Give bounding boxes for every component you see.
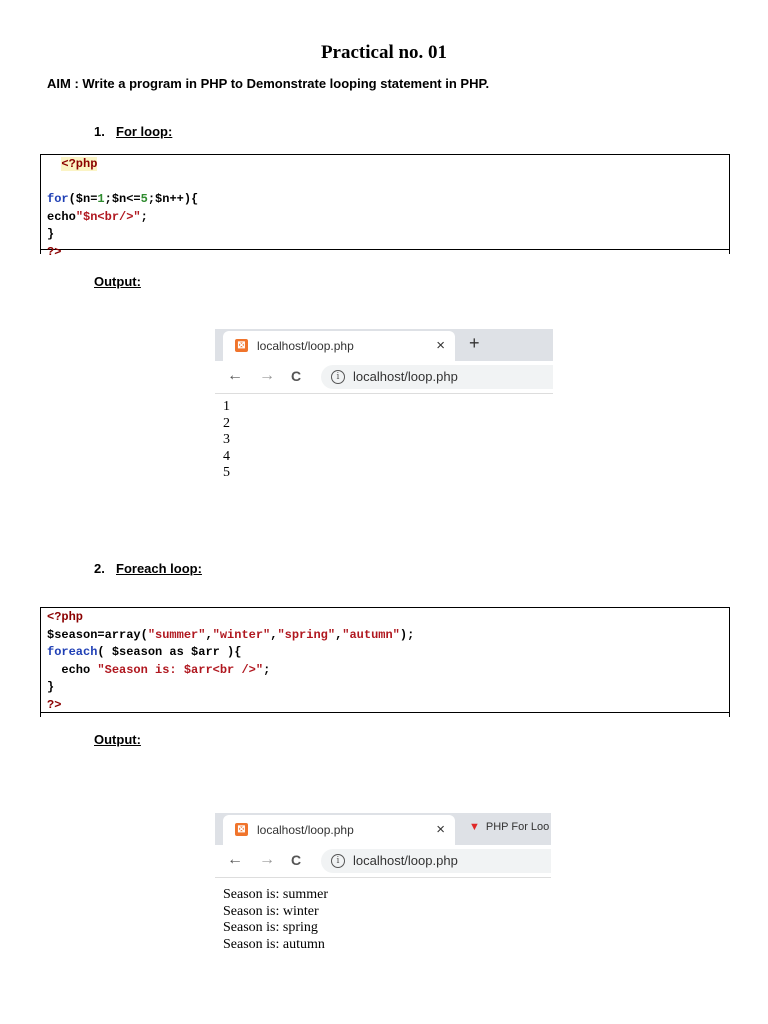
tab-bar: ⊠ localhost/loop.php × ▼ PHP For Loo — [215, 813, 551, 845]
output-label: Output: — [94, 732, 141, 747]
foreach-keyword: foreach — [47, 645, 98, 659]
page-title: Practical no. 01 — [320, 42, 448, 63]
close-icon[interactable]: × — [436, 337, 445, 354]
code-text: } — [47, 680, 55, 694]
close-icon[interactable]: × — [436, 821, 445, 838]
code-string: "Season is: $arr<br />" — [97, 662, 264, 677]
tab-title: localhost/loop.php — [257, 339, 354, 353]
code-text: ; — [140, 209, 148, 224]
code-text: ($n= — [68, 192, 98, 206]
code-line — [47, 174, 723, 192]
reload-icon[interactable]: C — [291, 852, 302, 868]
output-line: 2 — [223, 415, 230, 431]
code-string: "autumn" — [342, 627, 400, 642]
code-line: } — [47, 679, 723, 697]
echo-keyword: echo — [47, 662, 98, 677]
info-icon[interactable]: i — [331, 854, 345, 868]
back-icon[interactable]: ← — [227, 367, 243, 384]
section-number: 2. — [94, 561, 105, 576]
code-text: ); — [399, 627, 415, 642]
reload-icon[interactable]: C — [291, 368, 302, 384]
section-heading-for-loop: 1. For loop: — [94, 124, 172, 139]
output-line: Season is: autumn — [223, 936, 325, 952]
code-number: 5 — [140, 192, 148, 206]
code-block-for-loop: <?php for($n=1;$n<=5;$n++){ echo"$n<br/>… — [40, 154, 730, 259]
code-string: "$n<br/>" — [75, 209, 141, 224]
code-text: , — [335, 627, 343, 642]
code-string: "spring" — [277, 627, 336, 642]
tab-title: PHP For Loo — [485, 821, 550, 833]
code-text: , — [270, 627, 278, 642]
section-number: 1. — [94, 124, 105, 139]
info-icon[interactable]: i — [331, 370, 345, 384]
xampp-icon: ⊠ — [235, 823, 248, 836]
code-text: } — [47, 227, 55, 241]
php-open-tag: <?php — [47, 610, 84, 624]
section-label: Foreach loop: — [116, 561, 202, 576]
url-text: localhost/loop.php — [353, 853, 458, 868]
echo-keyword: echo — [47, 209, 76, 224]
section-heading-foreach-loop: 2. Foreach loop: — [94, 561, 202, 576]
output-line: Season is: winter — [223, 903, 319, 919]
output-line: 3 — [223, 432, 230, 447]
tab-title: localhost/loop.php — [257, 823, 354, 837]
browser-screenshot-for-loop: ⊠ localhost/loop.php × + ← → C i localho… — [215, 329, 553, 489]
forward-icon[interactable]: → — [259, 851, 275, 868]
php-open-tag: <?php — [61, 157, 98, 171]
tab-bar: ⊠ localhost/loop.php × + — [215, 329, 553, 361]
browser-screenshot-foreach-loop: ⊠ localhost/loop.php × ▼ PHP For Loo ← → … — [215, 813, 551, 958]
xampp-icon: ⊠ — [235, 339, 248, 352]
page-output: Season is: summer Season is: winter Seas… — [223, 887, 328, 953]
output-line: Season is: summer — [223, 887, 328, 902]
output-line: 4 — [223, 448, 230, 464]
code-line: <?php — [47, 609, 723, 627]
output-label: Output: — [94, 274, 141, 289]
code-line: echo"$n<br/>"; — [47, 209, 723, 227]
code-block-foreach-loop: <?php $season=array("summer","winter","s… — [40, 607, 730, 717]
code-line: ?> — [47, 244, 723, 262]
browser-tab[interactable]: ⊠ localhost/loop.php × — [223, 331, 455, 361]
url-text: localhost/loop.php — [353, 369, 458, 384]
output-line: 1 — [223, 399, 230, 414]
browser-tab-2[interactable]: ▼ PHP For Loo — [469, 821, 551, 833]
code-line: $season=array("summer","winter","spring"… — [47, 627, 723, 645]
new-tab-icon[interactable]: + — [469, 333, 480, 353]
code-text: , — [205, 627, 213, 642]
section-label: For loop: — [116, 124, 173, 139]
aim-statement: AIM : Write a program in PHP to Demonstr… — [47, 76, 490, 91]
code-line: echo "Season is: $arr<br />"; — [47, 662, 723, 680]
code-line: ?> — [47, 697, 723, 715]
code-line: } — [47, 226, 723, 244]
output-line: 5 — [223, 465, 230, 480]
code-line: for($n=1;$n<=5;$n++){ — [47, 191, 723, 209]
code-text: ;$n++){ — [147, 192, 199, 206]
code-text: ;$n<= — [104, 192, 141, 206]
browser-tab[interactable]: ⊠ localhost/loop.php × — [223, 815, 455, 845]
php-close-tag: ?> — [47, 697, 62, 712]
code-string: "winter" — [212, 627, 271, 642]
code-number: 1 — [97, 192, 105, 206]
code-string: "summer" — [147, 627, 206, 642]
code-text: ; — [263, 662, 271, 677]
address-bar[interactable]: i localhost/loop.php — [321, 365, 553, 389]
code-line: <?php — [47, 156, 723, 174]
address-bar[interactable]: i localhost/loop.php — [321, 849, 551, 873]
php-close-tag: ?> — [47, 244, 62, 259]
page-output: 1 2 3 4 5 — [223, 399, 230, 482]
back-icon[interactable]: ← — [227, 851, 243, 868]
code-text: ( $season as $arr ){ — [97, 645, 242, 659]
output-line: Season is: spring — [223, 920, 318, 935]
for-keyword: for — [47, 192, 69, 206]
code-text: $season=array( — [47, 627, 148, 642]
forward-icon[interactable]: → — [259, 367, 275, 384]
nav-bar: ← → C i localhost/loop.php — [215, 361, 553, 394]
nav-bar: ← → C i localhost/loop.php — [215, 845, 551, 878]
code-line: foreach( $season as $arr ){ — [47, 644, 723, 662]
php-site-icon: ▼ — [469, 821, 480, 833]
